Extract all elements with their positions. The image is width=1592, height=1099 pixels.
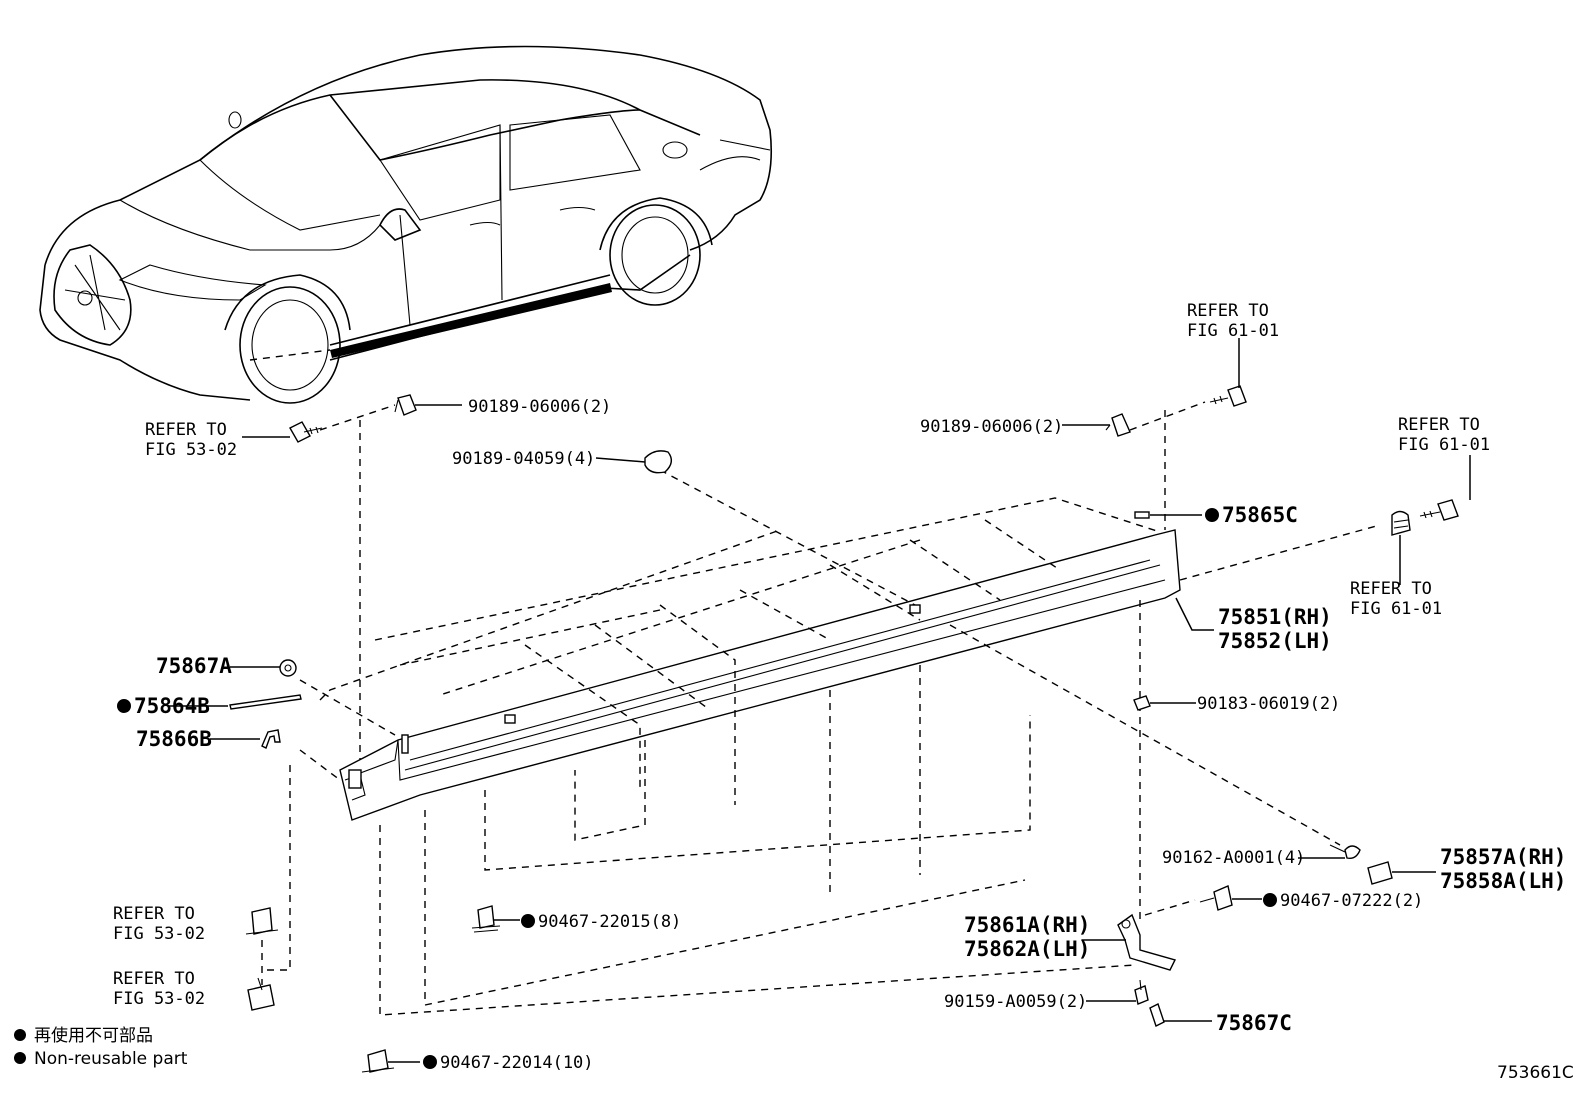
label-refer-61-01-lower-2: FIG 61-01 bbox=[1350, 599, 1442, 619]
bolt-refer-61-01-right bbox=[1419, 499, 1459, 521]
label-90467-22014: 90467-22014(10) bbox=[440, 1053, 594, 1073]
label-75866B: 75866B bbox=[136, 727, 212, 751]
label-refer-53-02-bot-2: FIG 53-02 bbox=[113, 989, 205, 1009]
non-reusable-marker bbox=[521, 914, 535, 928]
non-reusable-marker bbox=[1263, 893, 1277, 907]
bolt-90159-A0059 bbox=[1134, 979, 1149, 1005]
non-reusable-marker bbox=[117, 699, 131, 713]
bolt-refer-53-02-bot bbox=[247, 977, 275, 1011]
clip-90467-22015 bbox=[471, 905, 501, 933]
label-refer-61-01-right-2: FIG 61-01 bbox=[1398, 435, 1490, 455]
assembly-lines bbox=[261, 401, 1411, 1016]
legend-japanese: 再使用不可部品 bbox=[34, 1025, 153, 1046]
clip-90189-06006-right bbox=[1105, 413, 1131, 437]
label-90467-22015: 90467-22015(8) bbox=[538, 912, 681, 932]
screw-90162-A0001 bbox=[1329, 844, 1361, 860]
figure-id: 753661C bbox=[1497, 1063, 1574, 1083]
clip-90467-22014 bbox=[361, 1049, 395, 1073]
label-refer-53-02-bot-1: REFER TO bbox=[113, 969, 195, 989]
car-illustration bbox=[39, 45, 773, 404]
label-90467-07222: 90467-07222(2) bbox=[1280, 891, 1423, 911]
label-75867A: 75867A bbox=[156, 654, 232, 678]
pad-75857A bbox=[1367, 861, 1393, 885]
label-90189-06006-left: 90189-06006(2) bbox=[468, 397, 611, 417]
label-75867C: 75867C bbox=[1216, 1011, 1292, 1035]
label-75861A-rh: 75861A(RH) bbox=[964, 913, 1090, 937]
label-90183-06019: 90183-06019(2) bbox=[1197, 694, 1340, 714]
rocker-panel bbox=[339, 529, 1181, 821]
part-labels: REFER TO FIG 53-02 90189-06006(2) 90189-… bbox=[113, 301, 1566, 1073]
fasteners bbox=[229, 385, 1459, 1073]
label-75864B: 75864B bbox=[134, 694, 210, 718]
label-refer-61-01-top-1: REFER TO bbox=[1187, 301, 1269, 321]
label-75857A-rh: 75857A(RH) bbox=[1440, 845, 1566, 869]
nut-90183-06019 bbox=[1133, 695, 1151, 711]
clip-refer-61-01-right bbox=[1391, 510, 1411, 536]
grommet-90189-04059 bbox=[644, 450, 673, 474]
label-refer-61-01-top-2: FIG 61-01 bbox=[1187, 321, 1279, 341]
non-reusable-marker bbox=[1205, 508, 1219, 522]
label-90162-A0001: 90162-A0001(4) bbox=[1162, 848, 1305, 868]
legend-marker bbox=[14, 1052, 26, 1064]
legend-marker bbox=[14, 1029, 26, 1041]
bolt-refer-61-01-top bbox=[1209, 385, 1247, 407]
clip-75867C bbox=[1149, 1003, 1165, 1027]
label-75862A-lh: 75862A(LH) bbox=[964, 937, 1090, 961]
clip-refer-53-02-mid bbox=[245, 907, 279, 935]
clip-75866B bbox=[261, 729, 281, 749]
label-refer-53-02-mid-2: FIG 53-02 bbox=[113, 924, 205, 944]
label-75865C: 75865C bbox=[1222, 503, 1298, 527]
washer-75867A bbox=[279, 659, 297, 677]
legend: 再使用不可部品 Non-reusable part bbox=[14, 1025, 188, 1069]
leader-lines bbox=[168, 338, 1471, 1063]
non-reusable-marker bbox=[423, 1055, 437, 1069]
tape-75865C bbox=[1134, 511, 1150, 519]
label-refer-53-02-mid-1: REFER TO bbox=[113, 904, 195, 924]
clip-90189-06006-left bbox=[394, 394, 417, 416]
legend-english: Non-reusable part bbox=[34, 1049, 188, 1069]
tape-75864B bbox=[229, 694, 302, 710]
label-75858A-lh: 75858A(LH) bbox=[1440, 869, 1566, 893]
label-90189-04059: 90189-04059(4) bbox=[452, 449, 595, 469]
label-90189-06006-right: 90189-06006(2) bbox=[920, 417, 1063, 437]
label-refer-53-02-top-2: FIG 53-02 bbox=[145, 440, 237, 460]
label-75852-lh: 75852(LH) bbox=[1218, 629, 1332, 653]
label-refer-61-01-lower-1: REFER TO bbox=[1350, 579, 1432, 599]
label-refer-53-02-top-1: REFER TO bbox=[145, 420, 227, 440]
label-75851-rh: 75851(RH) bbox=[1218, 605, 1332, 629]
bolt-refer-53-02-top bbox=[289, 421, 323, 443]
label-refer-61-01-right-1: REFER TO bbox=[1398, 415, 1480, 435]
clip-90467-07222 bbox=[1199, 885, 1233, 911]
bracket-75861A bbox=[1117, 913, 1177, 971]
label-90159-A0059: 90159-A0059(2) bbox=[944, 992, 1087, 1012]
